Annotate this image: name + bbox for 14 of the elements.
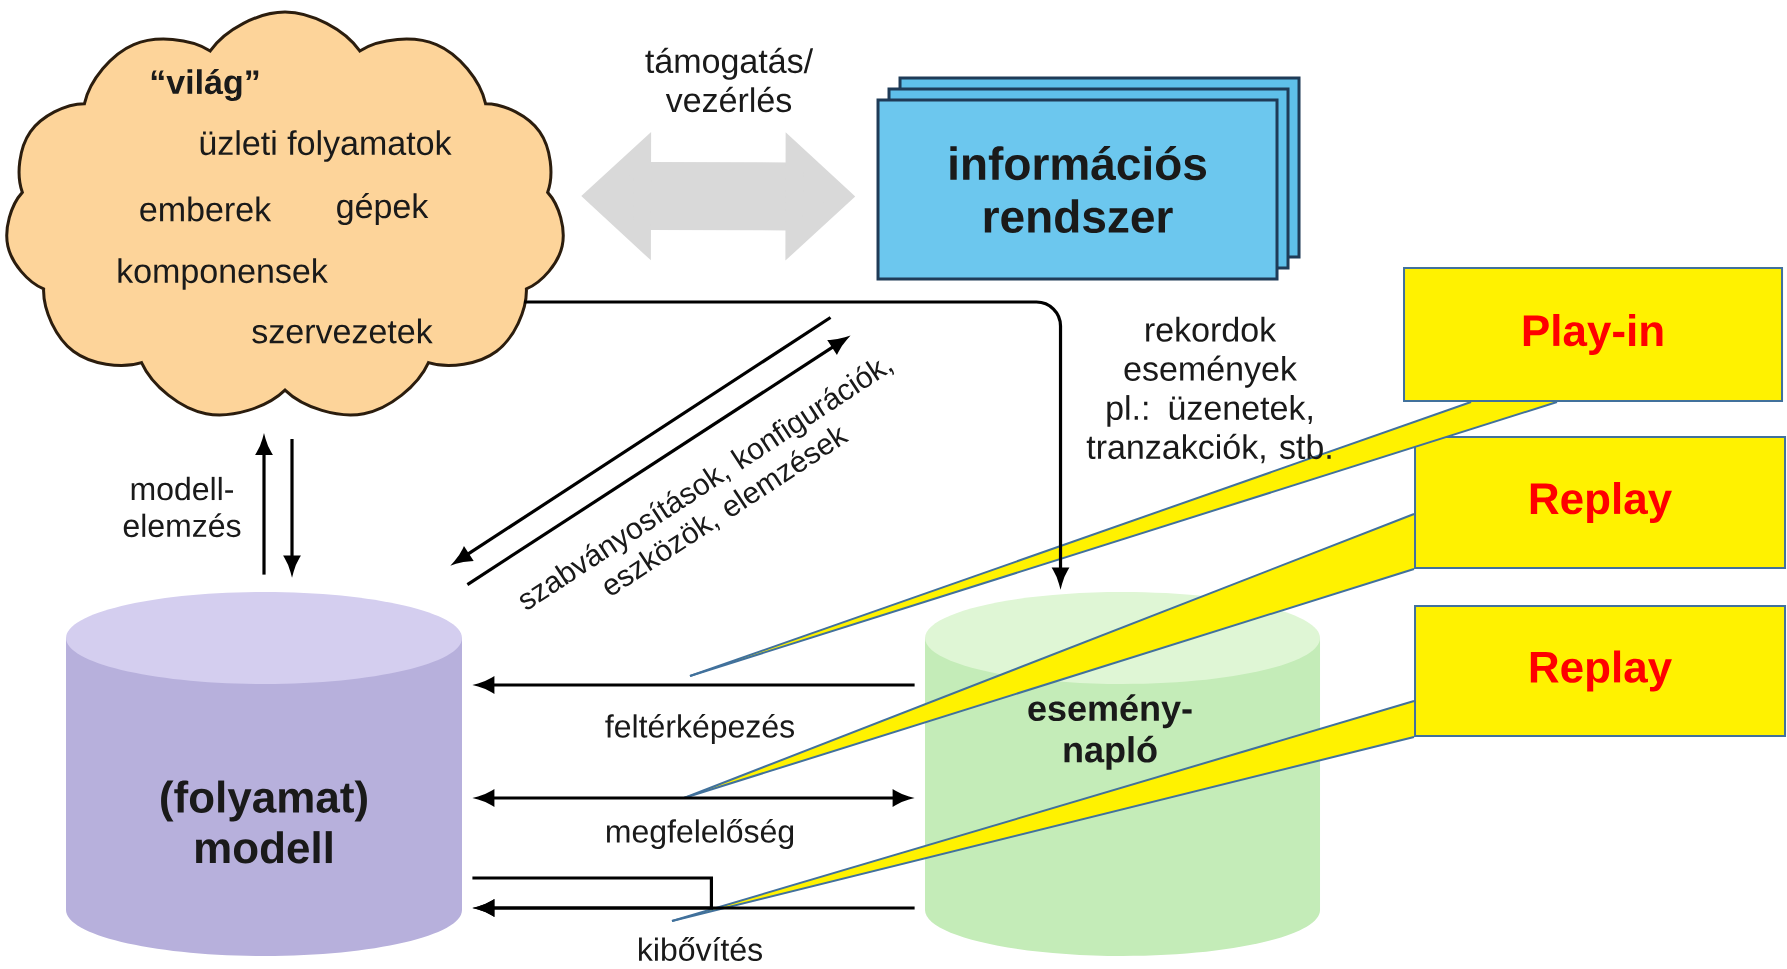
callout-box: Play-in [1403,267,1784,402]
arrow [472,876,713,916]
edge-label: támogatás/ vezérlés [645,47,814,113]
edge-label: megfelelőség [606,818,794,850]
cloud: “világ” üzleti folyamatok emberek gépek komponensek szervezetek [5,10,565,417]
edge-label: kibővítés [639,937,762,961]
stacked-boxes: információs rendszer [876,76,1301,281]
edge-label: feltérképezés [605,713,794,745]
callout-box: Replay [1414,436,1786,569]
edge-label: rekordok események pl.: üzenetek, tranzakciók, stb. [1086,316,1331,464]
leader-line [671,700,1415,922]
edge-label: modell- elemzés [123,476,241,538]
callout-box: Replay [1414,605,1786,737]
cylinder: (folyamat) modell [66,592,462,956]
